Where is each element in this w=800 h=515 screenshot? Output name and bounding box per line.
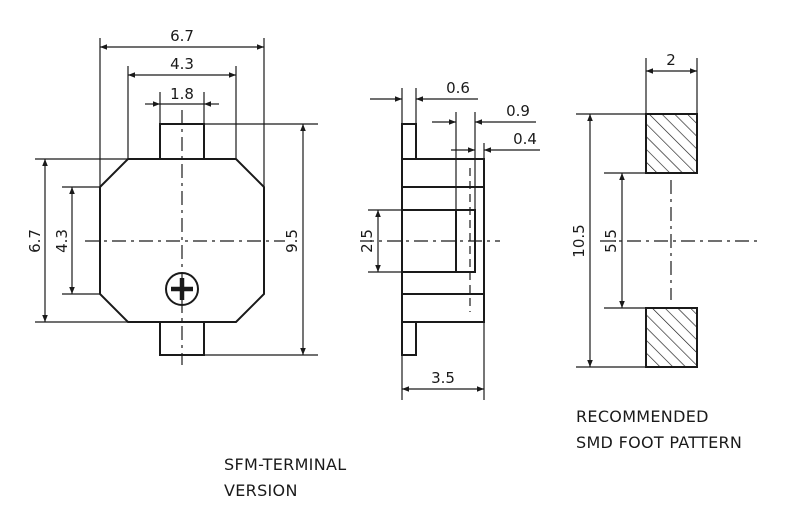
front-view: 6.7 4.3 1.8 6.7 4.3 9.5: [26, 27, 318, 365]
bottom-pad: [645, 307, 698, 368]
foot-pattern-view: 2 10.5 5.5: [570, 51, 760, 368]
foot-centerlines: [600, 180, 760, 300]
side-body-outline: [401, 123, 485, 356]
front-extension-lines: [35, 38, 318, 356]
dim-port-height: 2.5: [358, 229, 376, 253]
dim-width-flat: 4.3: [170, 55, 194, 73]
dim-step-a: 0.9: [506, 102, 530, 120]
front-caption-line-2: VERSION: [224, 481, 298, 500]
dim-length-with-terminals: 9.5: [283, 229, 301, 253]
dim-step-b: 0.4: [513, 130, 537, 148]
front-caption-line-1: SFM-TERMINAL: [224, 455, 347, 474]
dim-pad-width: 2: [666, 51, 676, 69]
dim-depth: 3.5: [431, 369, 455, 387]
dim-terminal-thickness: 0.6: [446, 79, 470, 97]
front-centerlines: [85, 110, 285, 365]
foot-caption-line-2: SMD FOOT PATTERN: [576, 433, 743, 452]
foot-extension-lines: [576, 58, 698, 368]
foot-caption-line-1: RECOMMENDED: [576, 407, 709, 426]
dim-height-overall: 6.7: [26, 229, 44, 253]
dim-overall-length: 10.5: [570, 224, 588, 257]
top-pad: [645, 113, 698, 174]
dim-pad-gap: 5.5: [602, 229, 620, 253]
polarity-plus-icon: [165, 272, 199, 306]
front-view-caption: SFM-TERMINAL VERSION: [224, 452, 346, 504]
side-view: 0.6 0.9 0.4 2.5 3.5: [358, 79, 540, 400]
dim-terminal-width: 1.8: [170, 85, 194, 103]
side-extension-lines: [368, 88, 485, 400]
dim-width-overall: 6.7: [170, 27, 194, 45]
foot-pattern-caption: RECOMMENDED SMD FOOT PATTERN: [576, 404, 742, 456]
dim-height-flat: 4.3: [53, 229, 71, 253]
